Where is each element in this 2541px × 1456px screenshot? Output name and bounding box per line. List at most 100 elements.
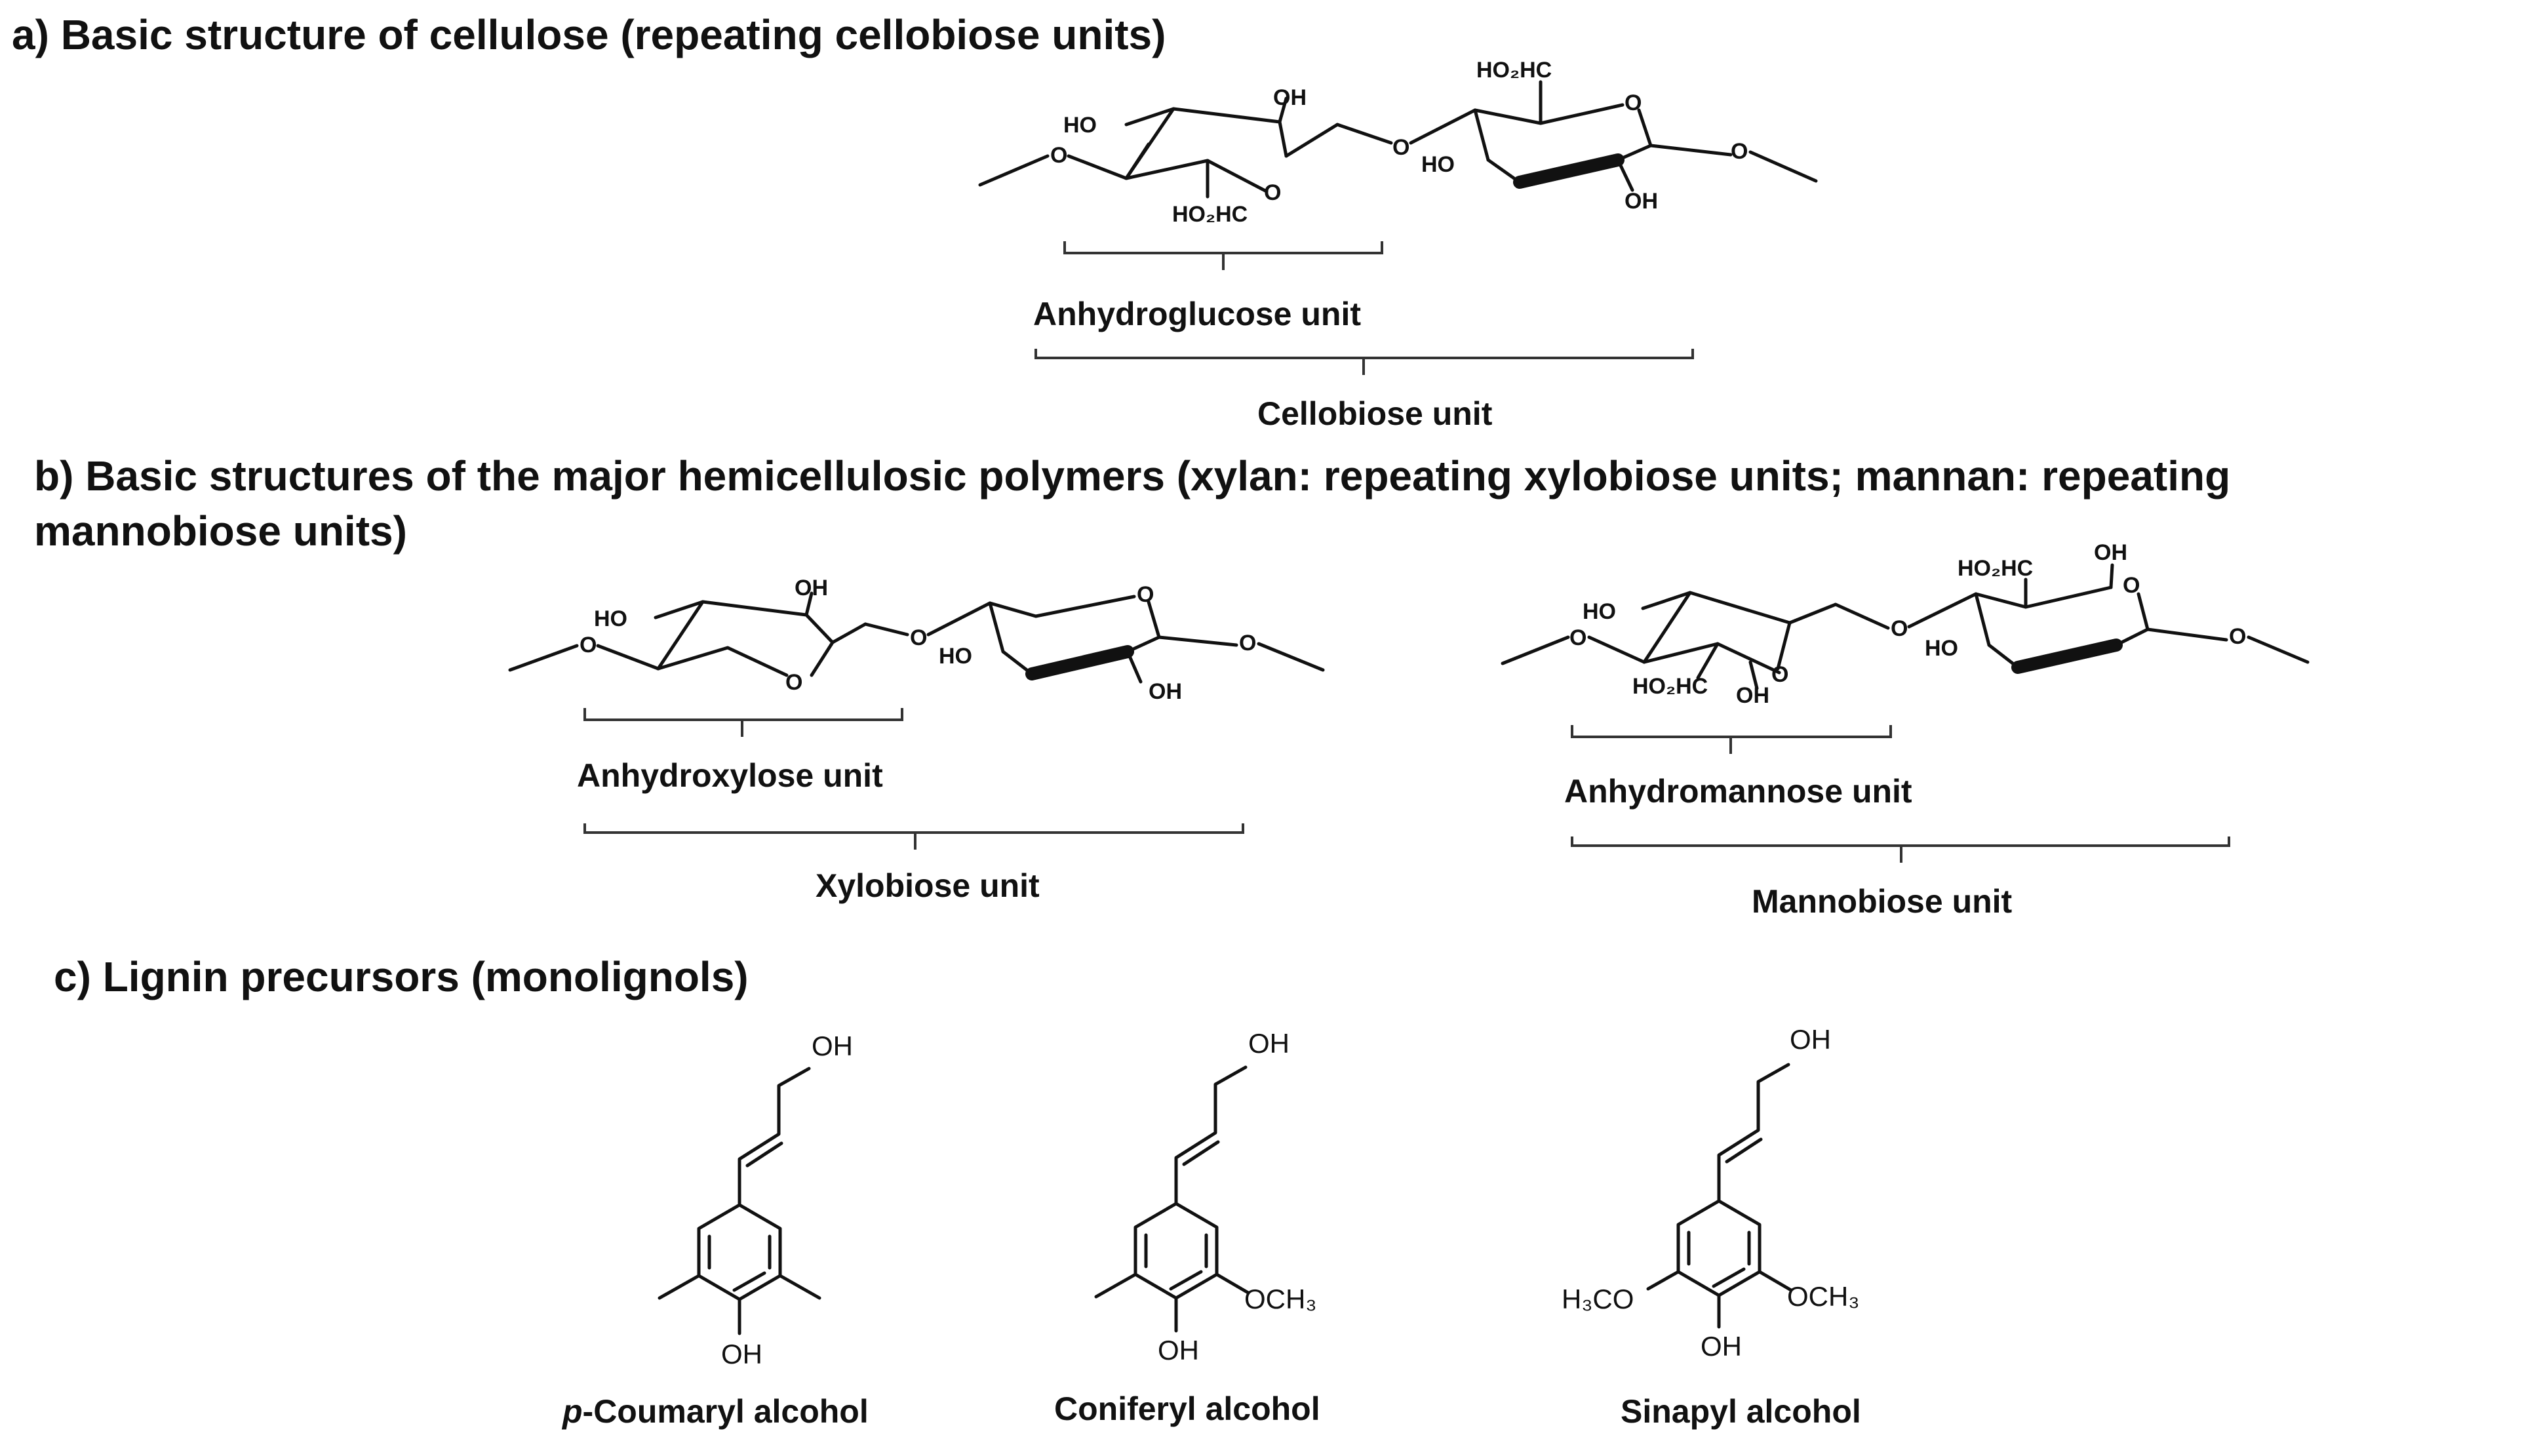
bond — [1473, 103, 1625, 125]
atom-ch2oh-bottom: HO₂HC — [1172, 202, 1248, 227]
monolignol-sinapyl: OH OH OCH₃ H₃CO Sinapyl alcohol — [1562, 1024, 1861, 1430]
bracket-anhydroxylose — [583, 708, 903, 737]
atom-och3: OCH₃ — [1244, 1284, 1316, 1314]
atom-oh-bottom: OH — [1149, 679, 1182, 704]
bond — [1278, 96, 1288, 124]
benzene-ring — [1676, 1199, 1762, 1297]
atom-o-end-left: O — [580, 633, 597, 658]
atom-oh-top: OH — [1248, 1028, 1290, 1059]
bond — [1473, 108, 1490, 162]
bond — [656, 646, 789, 677]
side-chain — [738, 1067, 811, 1207]
atom-ring-o-2: O — [1625, 90, 1642, 115]
label-anhydromannose-unit: Anhydromannose unit — [1564, 773, 1912, 810]
bond — [2247, 635, 2310, 664]
bond — [926, 601, 992, 637]
heading-hemicellulose-line1: b) Basic structures of the major hemicel… — [34, 452, 2230, 500]
bond — [1642, 591, 1792, 671]
atom-o-end-right: O — [1731, 139, 1748, 164]
bond — [1788, 602, 1890, 630]
atom-ch2oh-bottom: HO₂HC — [1632, 674, 1708, 699]
ring-substituent-bonds — [658, 1274, 821, 1300]
ring-double-bonds — [707, 1234, 772, 1292]
heading-lignin: c) Lignin precursors (monolignols) — [54, 953, 749, 1000]
bond — [1974, 592, 1991, 647]
label-anhydroxylose-unit: Anhydroxylose unit — [577, 757, 883, 794]
bracket-mannobiose — [1571, 836, 2230, 863]
side-chain-double-bond — [1182, 1140, 1220, 1166]
label-mannobiose-unit: Mannobiose unit — [1752, 883, 2013, 920]
label-sinapyl-alcohol: Sinapyl alcohol — [1621, 1393, 1861, 1430]
atom-ring-o-1: O — [1264, 180, 1281, 205]
atom-ho-left: HO — [1063, 113, 1097, 138]
bond — [1126, 600, 1161, 654]
bond — [978, 154, 1050, 187]
bond — [1486, 158, 1522, 184]
heading-hemicellulose-line2: mannobiose units) — [34, 507, 407, 555]
side-chain-double-bond — [1725, 1137, 1763, 1164]
bond — [1501, 635, 1570, 665]
bond — [1696, 642, 1720, 680]
label-name: -Coumaryl alcohol — [583, 1393, 869, 1430]
bond — [1124, 107, 1288, 180]
atom-ho-right: HO — [1421, 152, 1455, 177]
atom-o-end-right: O — [2229, 624, 2246, 649]
atom-o-link: O — [910, 625, 927, 650]
bond — [1206, 159, 1269, 193]
bond — [1649, 144, 1733, 157]
cellulose-structure: O HO OH O HO₂HC O HO₂HC O HO OH O — [978, 58, 1818, 227]
ring-double-bonds — [1687, 1230, 1751, 1288]
ring-double-bonds — [1144, 1233, 1208, 1291]
ring-substituent-bonds — [1094, 1272, 1250, 1299]
atom-h3co: H₃CO — [1562, 1284, 1634, 1314]
atom-och3: OCH₃ — [1787, 1281, 1859, 1312]
bond — [1126, 650, 1143, 684]
bond — [1335, 123, 1393, 145]
bond — [1642, 642, 1781, 675]
ring-front-edge — [1513, 153, 1625, 189]
atom-oh-bottom: OH — [1701, 1331, 1742, 1362]
atom-ho-left: HO — [1583, 599, 1616, 624]
label-prefix: p — [561, 1393, 583, 1430]
bond — [1587, 635, 1646, 664]
bond — [1974, 585, 2113, 609]
atom-o-end-right: O — [1239, 631, 1256, 656]
bond — [2146, 627, 2228, 642]
bond — [1001, 650, 1034, 676]
bond — [1641, 591, 1692, 610]
monolignol-coniferyl: OH OH OCH₃ Coniferyl alcohol — [1054, 1028, 1320, 1427]
bond — [2109, 563, 2114, 589]
atom-ring-o-1: O — [785, 670, 802, 695]
atom-oh-top: OH — [812, 1031, 853, 1061]
atom-oh-bottom: OH — [1158, 1335, 1199, 1366]
side-chain — [1717, 1063, 1790, 1203]
mannan-structure: O HO HO₂HC OH O O HO₂HC OH O HO O — [1501, 540, 2310, 708]
bond — [810, 640, 835, 677]
atom-oh-top: OH — [1790, 1024, 1831, 1055]
atom-o-end-left: O — [1569, 625, 1586, 650]
bond — [1616, 108, 1653, 162]
bond — [1748, 660, 1759, 690]
bond — [1987, 643, 2020, 669]
bond — [1067, 154, 1128, 180]
atom-oh-top: OH — [795, 576, 828, 600]
bond — [596, 644, 660, 671]
atom-ring-o-1: O — [1771, 662, 1788, 687]
bracket-anhydroglucose — [1063, 241, 1383, 270]
atom-ho-right: HO — [939, 644, 972, 669]
xylan-structure: O HO OH O O O HO OH O — [508, 576, 1325, 704]
bond — [1257, 642, 1325, 672]
side-chain-double-bond — [745, 1141, 783, 1168]
bond — [1907, 592, 1978, 629]
bond — [1284, 123, 1339, 158]
bond — [654, 600, 705, 620]
atom-o-link: O — [1392, 135, 1409, 160]
bond — [1124, 107, 1175, 127]
atom-ring-o-2: O — [2123, 573, 2140, 598]
benzene-ring — [1133, 1202, 1219, 1300]
benzene-ring — [697, 1203, 782, 1301]
atom-ch2oh-top: HO₂HC — [1476, 58, 1552, 83]
ring-front-edge — [2011, 639, 2123, 674]
atom-oh-top: OH — [2094, 540, 2127, 565]
heading-cellulose: a) Basic structure of cellulose (repeati… — [12, 11, 1166, 58]
